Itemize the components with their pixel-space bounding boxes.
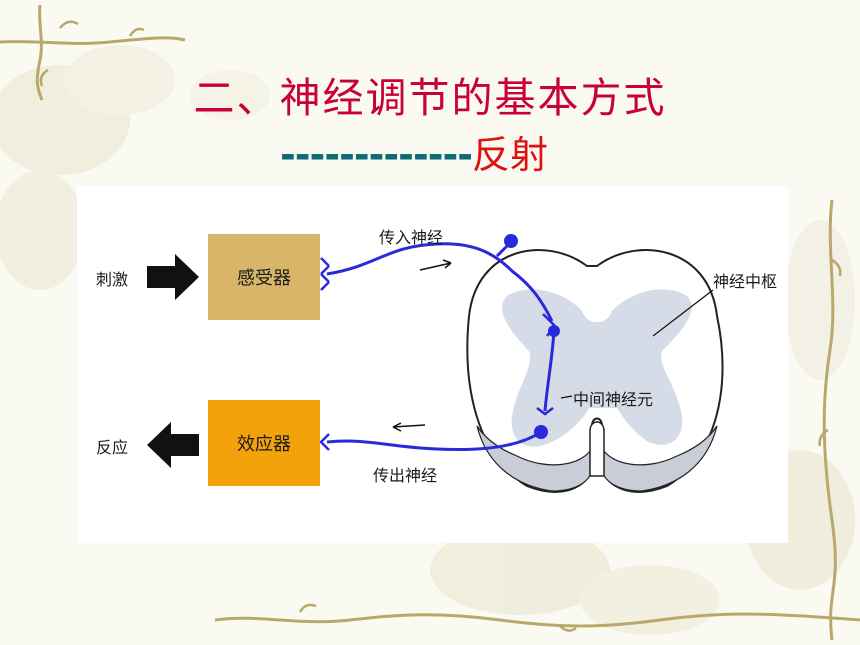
reflex-arc-drawing [147,234,724,493]
slide-title: 二、神经调节的基本方式 [193,74,667,122]
receptor-box: 感受器 [208,234,320,320]
interneuron-label: 中间神经元 [573,390,654,409]
subtitle-word: 反射 [472,133,549,177]
slide-subtitle: -------------反射 [280,124,548,179]
afferent-nerve-label: 传入神经 [379,228,444,247]
efferent-direction-arrow [392,424,426,428]
subtitle-dashes: ------------- [280,133,473,177]
afferent-direction-arrow [419,262,452,271]
efferent-nerve [326,430,542,452]
stimulus-label: 刺激 [96,270,129,289]
reflex-arc-diagram: 刺激 反应 感受器 效应器 传入神经 传出神经 神经中枢 中间神经元 [77,186,788,543]
afferent-cell-body [504,234,518,248]
stimulus-arrow [147,254,199,300]
afferent-nerve [326,242,554,322]
nerve-center-label: 神经中枢 [713,272,778,291]
response-label: 反应 [96,438,129,457]
efferent-nerve-label: 传出神经 [373,466,438,485]
interneuron [543,330,556,412]
effector-box: 效应器 [208,400,320,486]
response-arrow [147,422,199,468]
